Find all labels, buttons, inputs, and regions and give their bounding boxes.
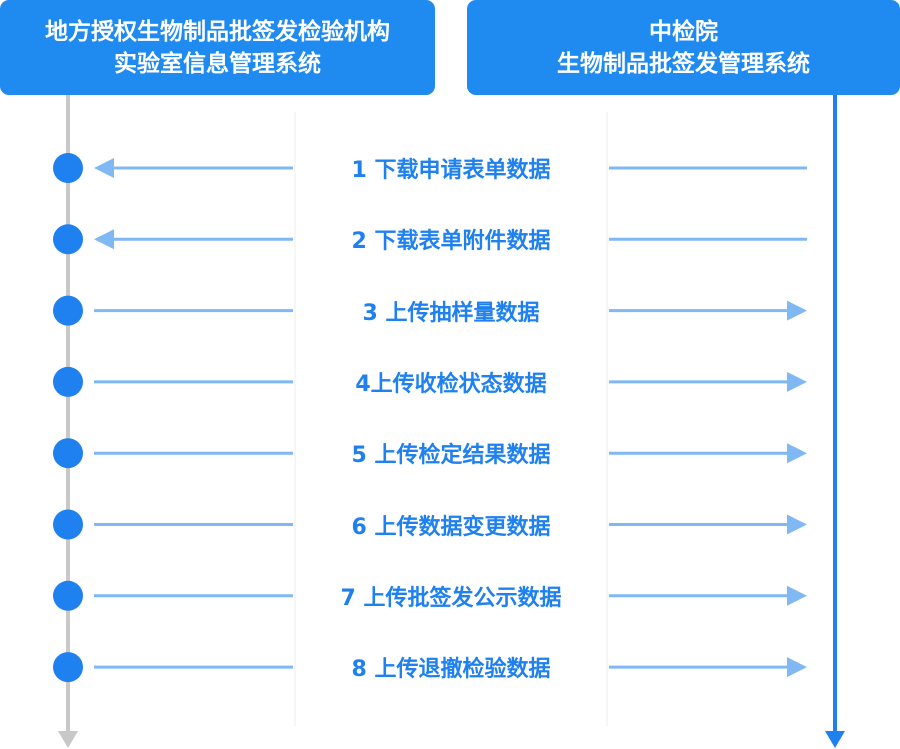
step-arrowhead-1 <box>94 158 114 178</box>
step-label-8: 8 上传退撤检验数据 <box>351 657 551 683</box>
step-label-3: 3 上传抽样量数据 <box>362 300 540 326</box>
left-system-title-line2: 实验室信息管理系统 <box>114 50 321 77</box>
step-label-4: 4上传收检状态数据 <box>355 371 547 397</box>
step-dot-7 <box>53 580 83 611</box>
left-system-title-line1: 地方授权生物制品批签发检验机构 <box>45 18 390 45</box>
left-system-header: 地方授权生物制品批签发检验机构 实验室信息管理系统 <box>0 0 435 95</box>
step-dot-3 <box>53 295 83 326</box>
step-dot-1 <box>53 153 83 183</box>
step-label-2: 2 下载表单附件数据 <box>351 229 551 255</box>
right-system-title-line1: 中检院 <box>649 18 718 45</box>
step-arrowhead-8 <box>787 657 807 678</box>
right-system-header: 中检院 生物制品批签发管理系统 <box>467 0 900 95</box>
step-arrowhead-6 <box>787 514 807 535</box>
right-timeline-arrowhead <box>825 731 845 748</box>
step-dot-2 <box>53 224 83 255</box>
step-arrowhead-2 <box>94 229 114 250</box>
step-dot-4 <box>53 366 83 397</box>
step-arrowhead-3 <box>787 300 807 321</box>
step-dot-6 <box>53 509 83 540</box>
step-arrowhead-5 <box>787 443 807 464</box>
left-timeline-arrowhead <box>58 731 78 748</box>
step-arrowhead-7 <box>787 585 807 606</box>
step-arrowhead-4 <box>787 371 807 392</box>
step-label-6: 6 上传数据变更数据 <box>351 514 551 540</box>
right-system-title-line2: 生物制品批签发管理系统 <box>557 50 810 77</box>
step-label-7: 7 上传批签发公示数据 <box>340 585 562 611</box>
step-label-1: 1 下载申请表单数据 <box>351 158 551 183</box>
step-dot-5 <box>53 438 83 469</box>
step-dot-8 <box>53 652 83 683</box>
step-label-5: 5 上传检定结果数据 <box>351 443 551 469</box>
